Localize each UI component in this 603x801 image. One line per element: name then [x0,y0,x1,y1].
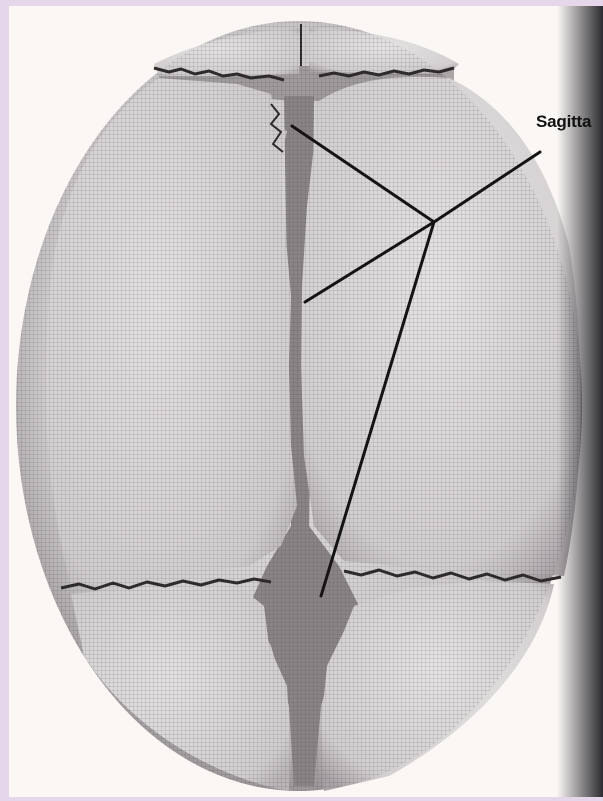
skull-illustration-plate: Sagitta [9,6,603,797]
sagittal-suture-label: Sagitta [536,112,591,132]
skull-top-view-drawing [9,6,603,797]
